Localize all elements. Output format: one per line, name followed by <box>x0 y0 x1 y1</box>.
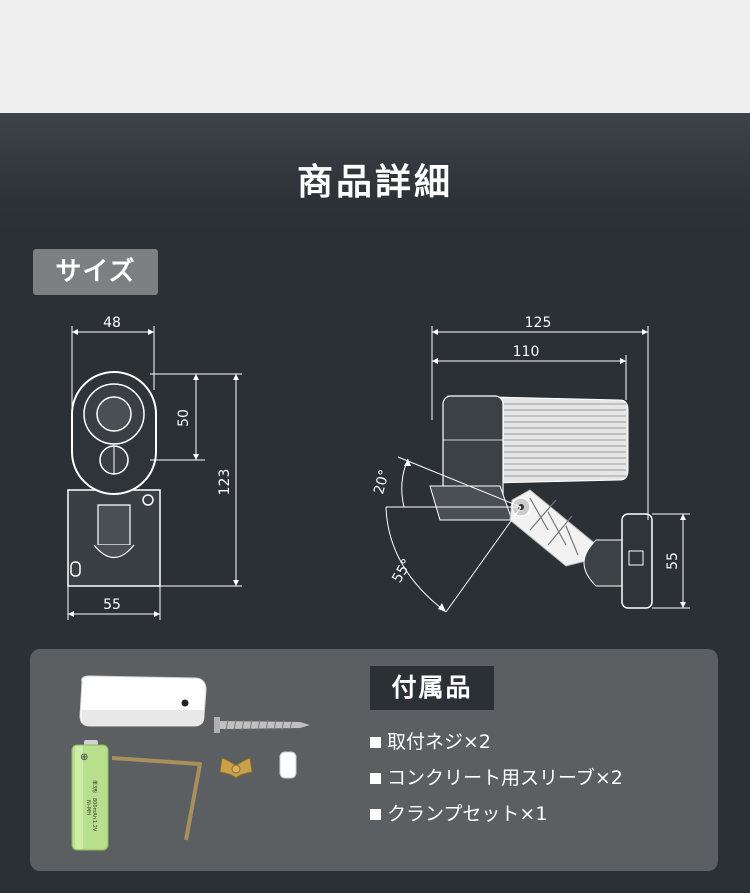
bullet-square-icon <box>370 808 381 820</box>
dim-front-lens-offset: 50 <box>176 409 192 427</box>
list-item: 取付ネジ×2 <box>370 724 623 760</box>
bullet-square-icon <box>370 772 381 784</box>
dimension-diagram: 48 50 123 55 <box>67 315 690 620</box>
wing-nut-icon <box>219 757 253 779</box>
accessories-title: 付属品 <box>370 666 494 710</box>
front-view: 48 50 123 55 <box>67 315 242 620</box>
accessory-text: クランプセット×1 <box>387 803 548 825</box>
screw-icon <box>214 717 310 733</box>
top-band <box>0 0 750 113</box>
header-banner: 商品詳細 <box>0 113 750 238</box>
battery-icon: ⊕ Ni-MH 単3形 800mAh 1.2V <box>71 740 109 851</box>
dim-side-body-length: 110 <box>513 344 540 360</box>
hex-key-icon <box>111 756 202 841</box>
accessories-illustration: ⊕ Ni-MH 単3形 800mAh 1.2V <box>71 675 310 851</box>
page-title: 商品詳細 <box>296 162 453 203</box>
list-item: クランプセット×1 <box>370 796 623 832</box>
dim-side-tilt-down: 55° <box>389 556 415 586</box>
bullet-square-icon <box>370 736 381 748</box>
sleeve-icon <box>279 751 297 779</box>
accessory-text: 取付ネジ×2 <box>387 731 492 753</box>
dim-front-base-width: 55 <box>103 597 121 613</box>
dim-side-total-length: 125 <box>525 315 552 331</box>
side-view: 125 110 20° 55° 55 <box>371 315 690 613</box>
svg-text:800mAh: 800mAh <box>91 798 97 819</box>
size-section-tag: サイズ <box>33 249 158 295</box>
dim-side-base-height: 55 <box>665 552 681 570</box>
list-item: コンクリート用スリーブ×2 <box>370 760 623 796</box>
svg-text:Ni-MH: Ni-MH <box>85 800 91 815</box>
svg-text:⊕: ⊕ <box>80 752 88 763</box>
svg-text:1.2V: 1.2V <box>91 820 97 832</box>
dim-side-tilt-up: 20° <box>371 468 393 496</box>
remote-box-icon <box>79 675 207 727</box>
svg-text:単3形: 単3形 <box>91 780 98 793</box>
dim-front-height: 123 <box>217 469 233 496</box>
battery-label: Ni-MH 単3形 800mAh 1.2V <box>85 780 98 832</box>
accessory-text: コンクリート用スリーブ×2 <box>387 767 623 789</box>
accessories-list: 取付ネジ×2 コンクリート用スリーブ×2 クランプセット×1 <box>370 724 623 832</box>
dim-front-width: 48 <box>103 315 121 331</box>
